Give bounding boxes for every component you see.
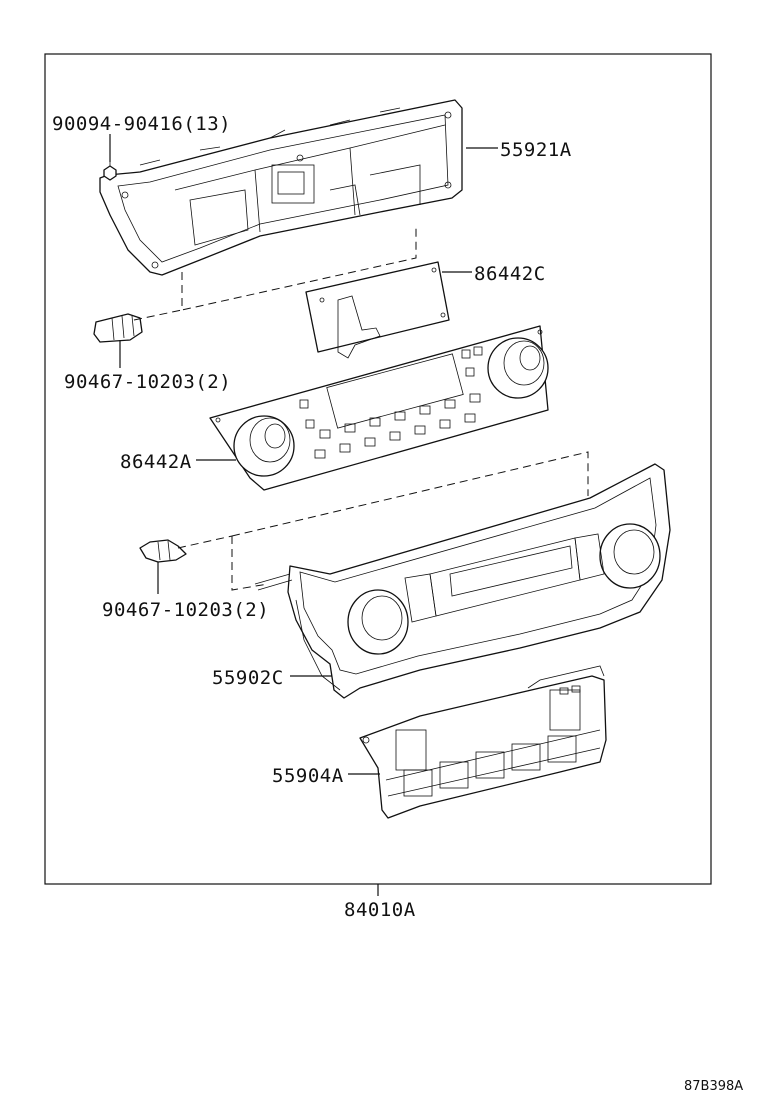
frame-bracket-part	[99, 99, 463, 276]
bulb-lower-part	[139, 539, 187, 563]
label-board-c: 86442C	[474, 263, 546, 285]
construction-lines	[133, 228, 589, 591]
leader-lines	[109, 134, 498, 896]
bulb-upper-part	[93, 313, 143, 343]
label-switch-base: 55904A	[272, 765, 344, 787]
flex-board-part	[305, 261, 450, 359]
label-control-board: 86442A	[120, 451, 192, 473]
face-panel-part	[254, 463, 671, 699]
control-board-part	[209, 325, 549, 491]
label-bulb-bottom: 90467-10203(2)	[102, 599, 269, 621]
label-screw: 90094-90416(13)	[52, 113, 231, 135]
label-panel: 55902C	[212, 667, 284, 689]
figure-code: 87B398A	[684, 1079, 743, 1094]
label-assembly: 84010A	[344, 899, 416, 921]
switch-base-part	[359, 665, 607, 819]
label-frame: 55921A	[500, 139, 572, 161]
label-bulb-top: 90467-10203(2)	[64, 371, 231, 393]
screw-part	[103, 160, 117, 181]
